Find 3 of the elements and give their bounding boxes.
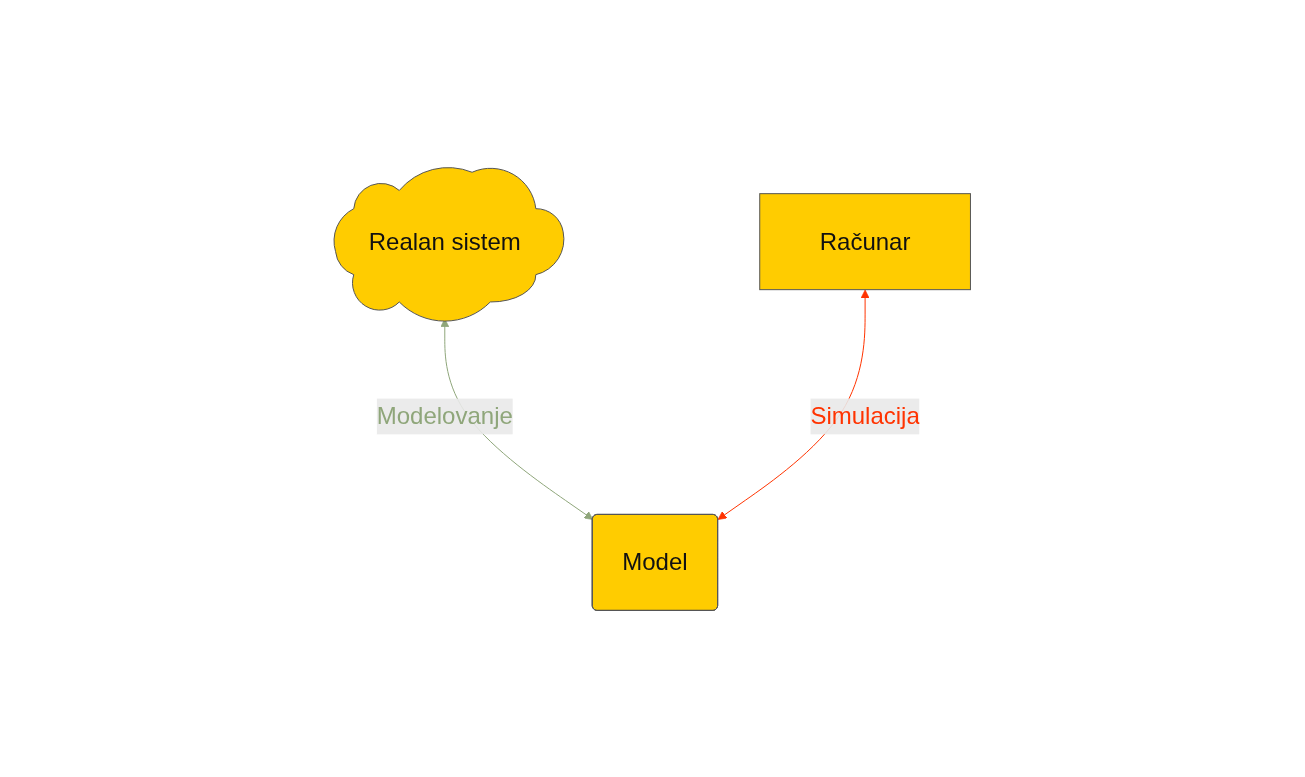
edge-label: Modelovanje <box>377 401 514 429</box>
edge-label: Simulacija <box>810 401 921 429</box>
node-box: Računar <box>759 192 972 290</box>
